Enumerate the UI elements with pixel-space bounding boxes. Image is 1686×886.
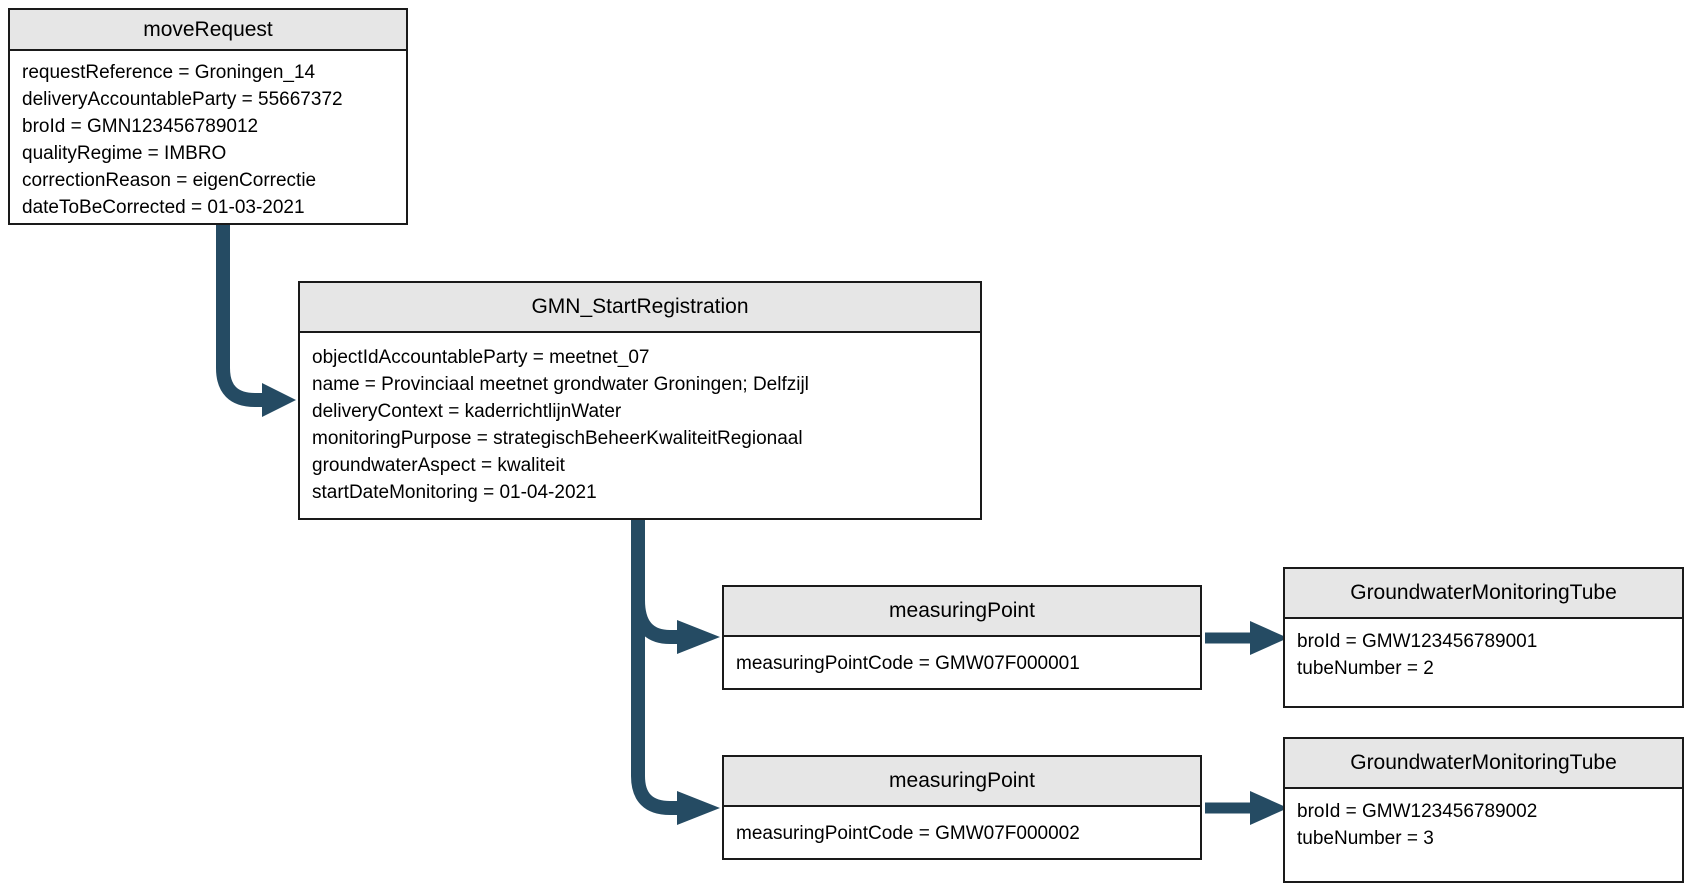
connector-moverequest-to-gmn [216,225,296,417]
attribute-line: deliveryContext = kaderrichtlijnWater [312,401,622,422]
attribute-line: broId = GMN123456789012 [22,116,259,137]
attribute-line: objectIdAccountableParty = meetnet_07 [312,347,650,368]
attribute-line: name = Provinciaal meetnet grondwater Gr… [312,374,809,395]
attribute-line: qualityRegime = IMBRO [22,143,227,164]
attribute-line: startDateMonitoring = 01-04-2021 [312,482,597,503]
attribute-line: measuringPointCode = GMW07F000002 [736,823,1080,844]
attribute-line: dateToBeCorrected = 01-03-2021 [22,197,305,218]
attribute-line: monitoringPurpose = strategischBeheerKwa… [312,428,803,449]
object-title: GroundwaterMonitoringTube [1285,739,1682,789]
object-title: measuringPoint [724,757,1200,807]
object-attributes: measuringPointCode = GMW07F000002 [724,807,1200,858]
arrowhead-icon [1250,621,1288,655]
attribute-line: correctionReason = eigenCorrectie [22,170,317,191]
attribute-line: deliveryAccountableParty = 55667372 [22,89,343,110]
attribute-line: tubeNumber = 3 [1297,828,1434,849]
attribute-line: requestReference = Groningen_14 [22,62,316,83]
attribute-line: broId = GMW123456789001 [1297,631,1538,652]
connector-gmn-to-measuringpoint1 [631,599,720,654]
arrowhead-icon [1250,791,1288,825]
object-box-groundwater-monitoring-tube-2: GroundwaterMonitoringTube broId = GMW123… [1283,737,1684,883]
attribute-line: broId = GMW123456789002 [1297,801,1538,822]
arrowhead-icon [677,620,720,654]
object-box-measuring-point-1: measuringPoint measuringPointCode = GMW0… [722,585,1202,690]
object-title: GroundwaterMonitoringTube [1285,569,1682,619]
arrowhead-icon [677,791,720,825]
attribute-line: measuringPointCode = GMW07F000001 [736,653,1080,674]
object-box-move-request: moveRequest requestReference = Groningen… [8,8,408,225]
object-attributes: requestReference = Groningen_14 delivery… [10,51,406,227]
object-attributes: broId = GMW123456789002 tubeNumber = 3 [1285,789,1682,881]
arrowhead-icon [262,383,296,417]
object-attributes: broId = GMW123456789001 tubeNumber = 2 [1285,619,1682,706]
object-box-groundwater-monitoring-tube-1: GroundwaterMonitoringTube broId = GMW123… [1283,567,1684,708]
connector-measuringpoint2-to-tube2 [1205,791,1288,825]
object-title: GMN_StartRegistration [300,283,980,333]
object-box-gmn-start-registration: GMN_StartRegistration objectIdAccountabl… [298,281,982,520]
object-title: moveRequest [10,10,406,51]
object-box-measuring-point-2: measuringPoint measuringPointCode = GMW0… [722,755,1202,860]
object-attributes: measuringPointCode = GMW07F000001 [724,637,1200,688]
object-attributes: objectIdAccountableParty = meetnet_07 na… [300,333,980,518]
connector-measuringpoint1-to-tube1 [1205,621,1288,655]
connector-gmn-to-measuringpoint2 [631,520,720,825]
attribute-line: groundwaterAspect = kwaliteit [312,455,565,476]
attribute-line: tubeNumber = 2 [1297,658,1434,679]
object-title: measuringPoint [724,587,1200,637]
